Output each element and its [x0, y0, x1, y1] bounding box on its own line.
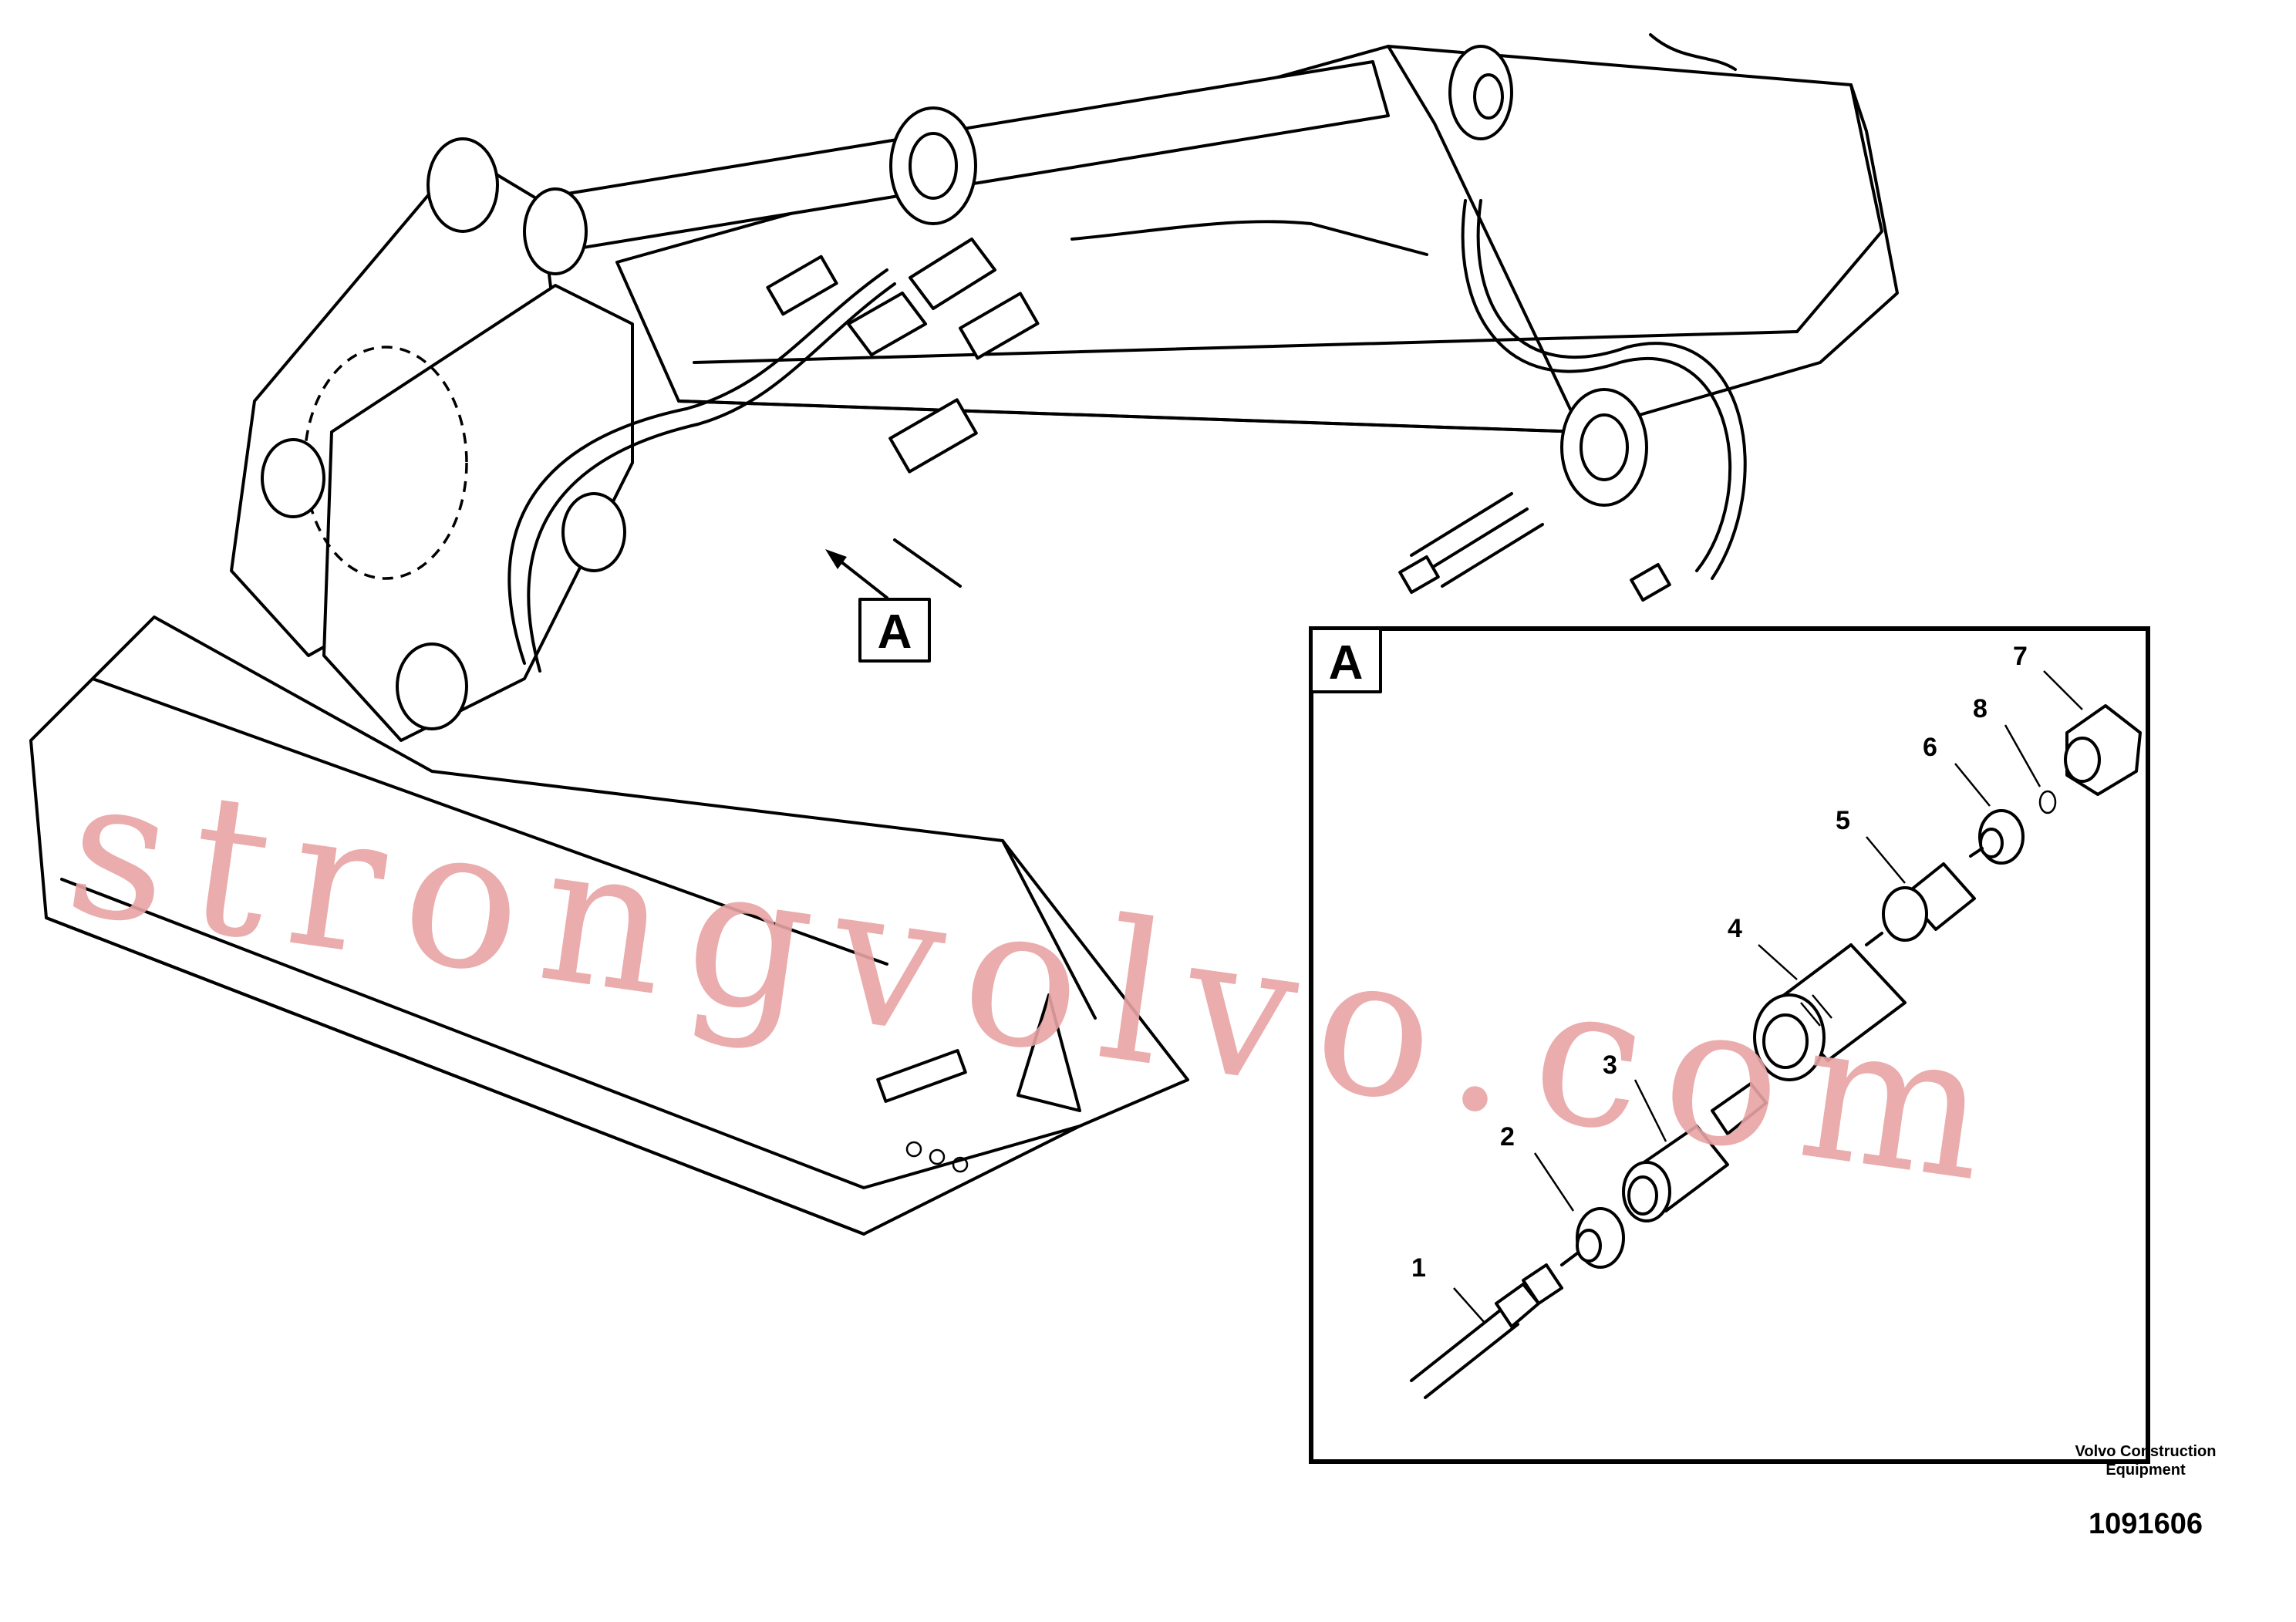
callout-1: 1 [1411, 1253, 1485, 1324]
part-nut-2 [1560, 1207, 1625, 1269]
svg-text:5: 5 [1836, 806, 1850, 835]
part-o-ring-8 [2038, 790, 2057, 814]
part-adapter-3 [1622, 1082, 1768, 1222]
detail-title: A [1329, 636, 1364, 690]
detail-marker-label: A [878, 605, 912, 659]
bucket [29, 615, 1189, 1236]
footer-brand-line1: Volvo Construction [2075, 1443, 2217, 1460]
callout-8: 8 [1973, 694, 2041, 787]
svg-text:1: 1 [1411, 1253, 1426, 1283]
part-coupling-4 [1753, 943, 1907, 1081]
detail-frame [1309, 626, 2150, 1464]
boom-arm-assembly [477, 33, 1899, 602]
quick-coupler-linkage [230, 137, 1040, 742]
callout-2: 2 [1500, 1122, 1575, 1212]
footer-brand-line2: Equipment [2106, 1462, 2186, 1479]
callout-4: 4 [1728, 914, 1798, 980]
callout-5: 5 [1836, 806, 1906, 884]
part-adapter-5 [1865, 862, 1976, 946]
part-cap-7 [2064, 704, 2142, 796]
svg-text:4: 4 [1728, 914, 1742, 943]
footer-brand: Volvo Construction Equipment [2053, 1442, 2238, 1479]
svg-text:3: 3 [1603, 1050, 1617, 1080]
callout-7: 7 [2013, 642, 2083, 710]
svg-text:2: 2 [1500, 1122, 1515, 1152]
callout-3: 3 [1603, 1050, 1667, 1142]
callout-6: 6 [1923, 733, 1991, 807]
hose-assembly-a [507, 238, 996, 673]
detail-marker-a: A [825, 549, 931, 663]
part-nut-6 [1969, 809, 2025, 865]
svg-text:6: 6 [1923, 733, 1937, 762]
detail-view-a: A [1309, 626, 2150, 1464]
part-hose [1410, 1263, 1563, 1399]
svg-text:7: 7 [2013, 642, 2028, 671]
svg-text:8: 8 [1973, 694, 1988, 723]
drawing-number: 1091606 [2089, 1508, 2203, 1540]
